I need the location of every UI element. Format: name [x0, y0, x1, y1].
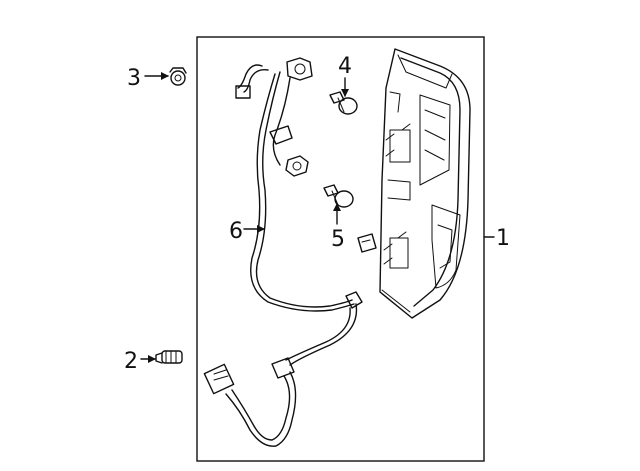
wiring-harness	[203, 57, 363, 447]
assembly-frame	[196, 36, 485, 462]
retainer-clip	[357, 233, 377, 253]
bulb-upper	[329, 91, 358, 115]
nut-part	[169, 67, 187, 86]
callout-6: 6	[229, 219, 243, 244]
callout-5: 5	[331, 227, 345, 252]
callout-3: 3	[127, 66, 141, 91]
callout-4: 4	[338, 54, 352, 79]
callout-1: 1	[496, 226, 510, 251]
tail-lamp-assembly	[379, 48, 471, 319]
callout-2: 2	[124, 349, 138, 374]
bolt-part	[155, 350, 183, 364]
bulb-lower	[323, 184, 354, 208]
